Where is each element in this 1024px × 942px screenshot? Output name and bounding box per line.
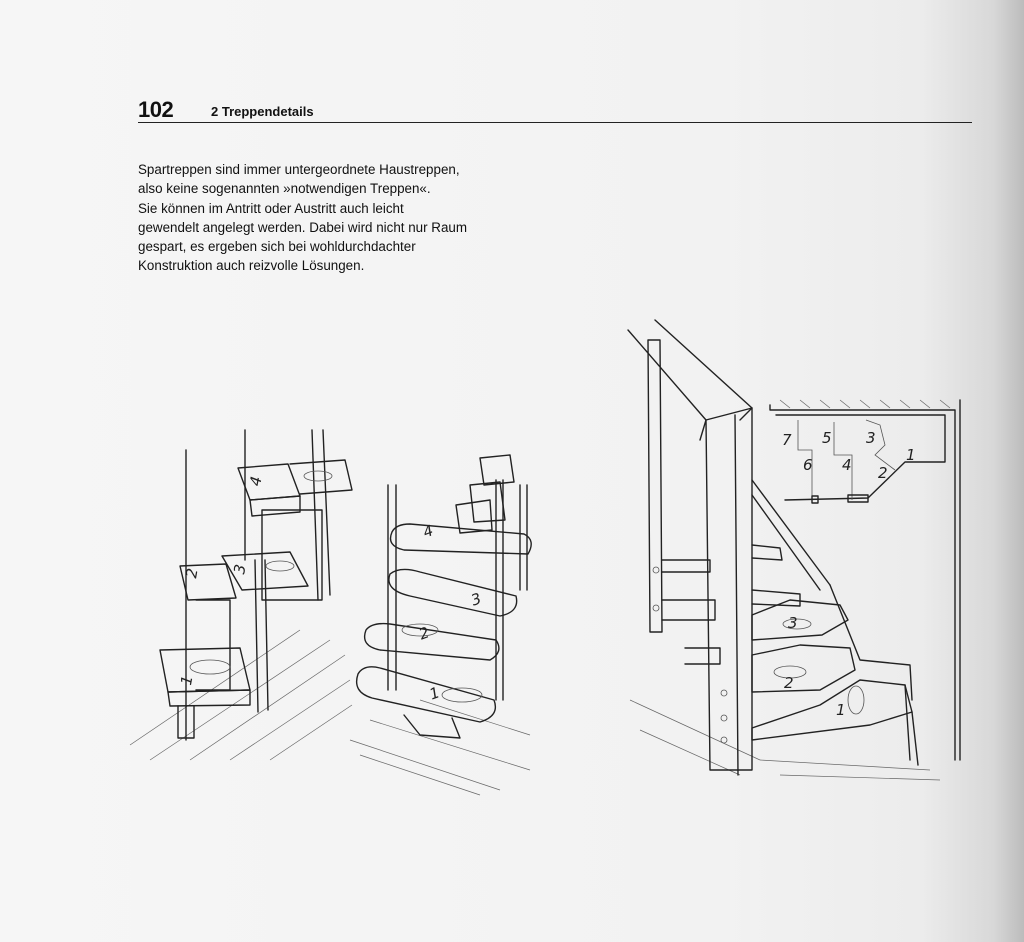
step-number: 1 xyxy=(177,674,196,687)
text-line: Sie können im Antritt oder Austritt auch… xyxy=(138,200,404,216)
step-number: 3 xyxy=(230,563,249,576)
step-number: 4 xyxy=(246,475,265,488)
chapter-title: 2 Treppendetails xyxy=(211,104,314,119)
plan-step-number: 3 xyxy=(866,429,876,447)
step-number: 1 xyxy=(427,683,442,703)
step-number: 3 xyxy=(469,589,484,609)
header-rule xyxy=(138,122,972,123)
plan-step-number: 7 xyxy=(782,431,792,449)
text-line: Spartreppen sind immer untergeordnete Ha… xyxy=(138,162,460,177)
text-line: gewendelt angelegt werden. Dabei wird ni… xyxy=(138,219,468,235)
step-number: 3 xyxy=(788,614,798,632)
step-number: 4 xyxy=(421,521,436,541)
stair-floor-plan: 1 2 3 4 5 6 7 xyxy=(775,414,946,504)
step-number: 2 xyxy=(784,674,794,692)
body-paragraph: Spartreppen sind immer untergeordnete Ha… xyxy=(138,160,518,276)
sketch-winding-stair: 3 2 1 1 2 3 4 5 6 7 xyxy=(627,319,961,781)
plan-step-number: 5 xyxy=(822,429,832,447)
sketch-rounded-tread-stair: 1 2 3 4 xyxy=(349,454,532,796)
page-number: 102 xyxy=(138,97,174,122)
sketch-alternating-stair: 1 2 3 4 xyxy=(129,429,353,761)
step-number: 2 xyxy=(417,623,432,643)
step-number: 1 xyxy=(836,701,846,719)
plan-step-number: 4 xyxy=(842,456,852,474)
plan-step-number: 2 xyxy=(878,464,888,482)
plan-step-number: 6 xyxy=(803,456,813,474)
plan-step-number: 1 xyxy=(906,446,916,464)
text-line: Konstruktion auch reizvolle Lösungen. xyxy=(138,258,365,274)
step-number: 2 xyxy=(182,567,201,580)
text-line: also keine sogenannten »notwendigen Trep… xyxy=(138,181,431,197)
text-line: gespart, es ergeben sich bei wohldurchda… xyxy=(138,239,416,255)
